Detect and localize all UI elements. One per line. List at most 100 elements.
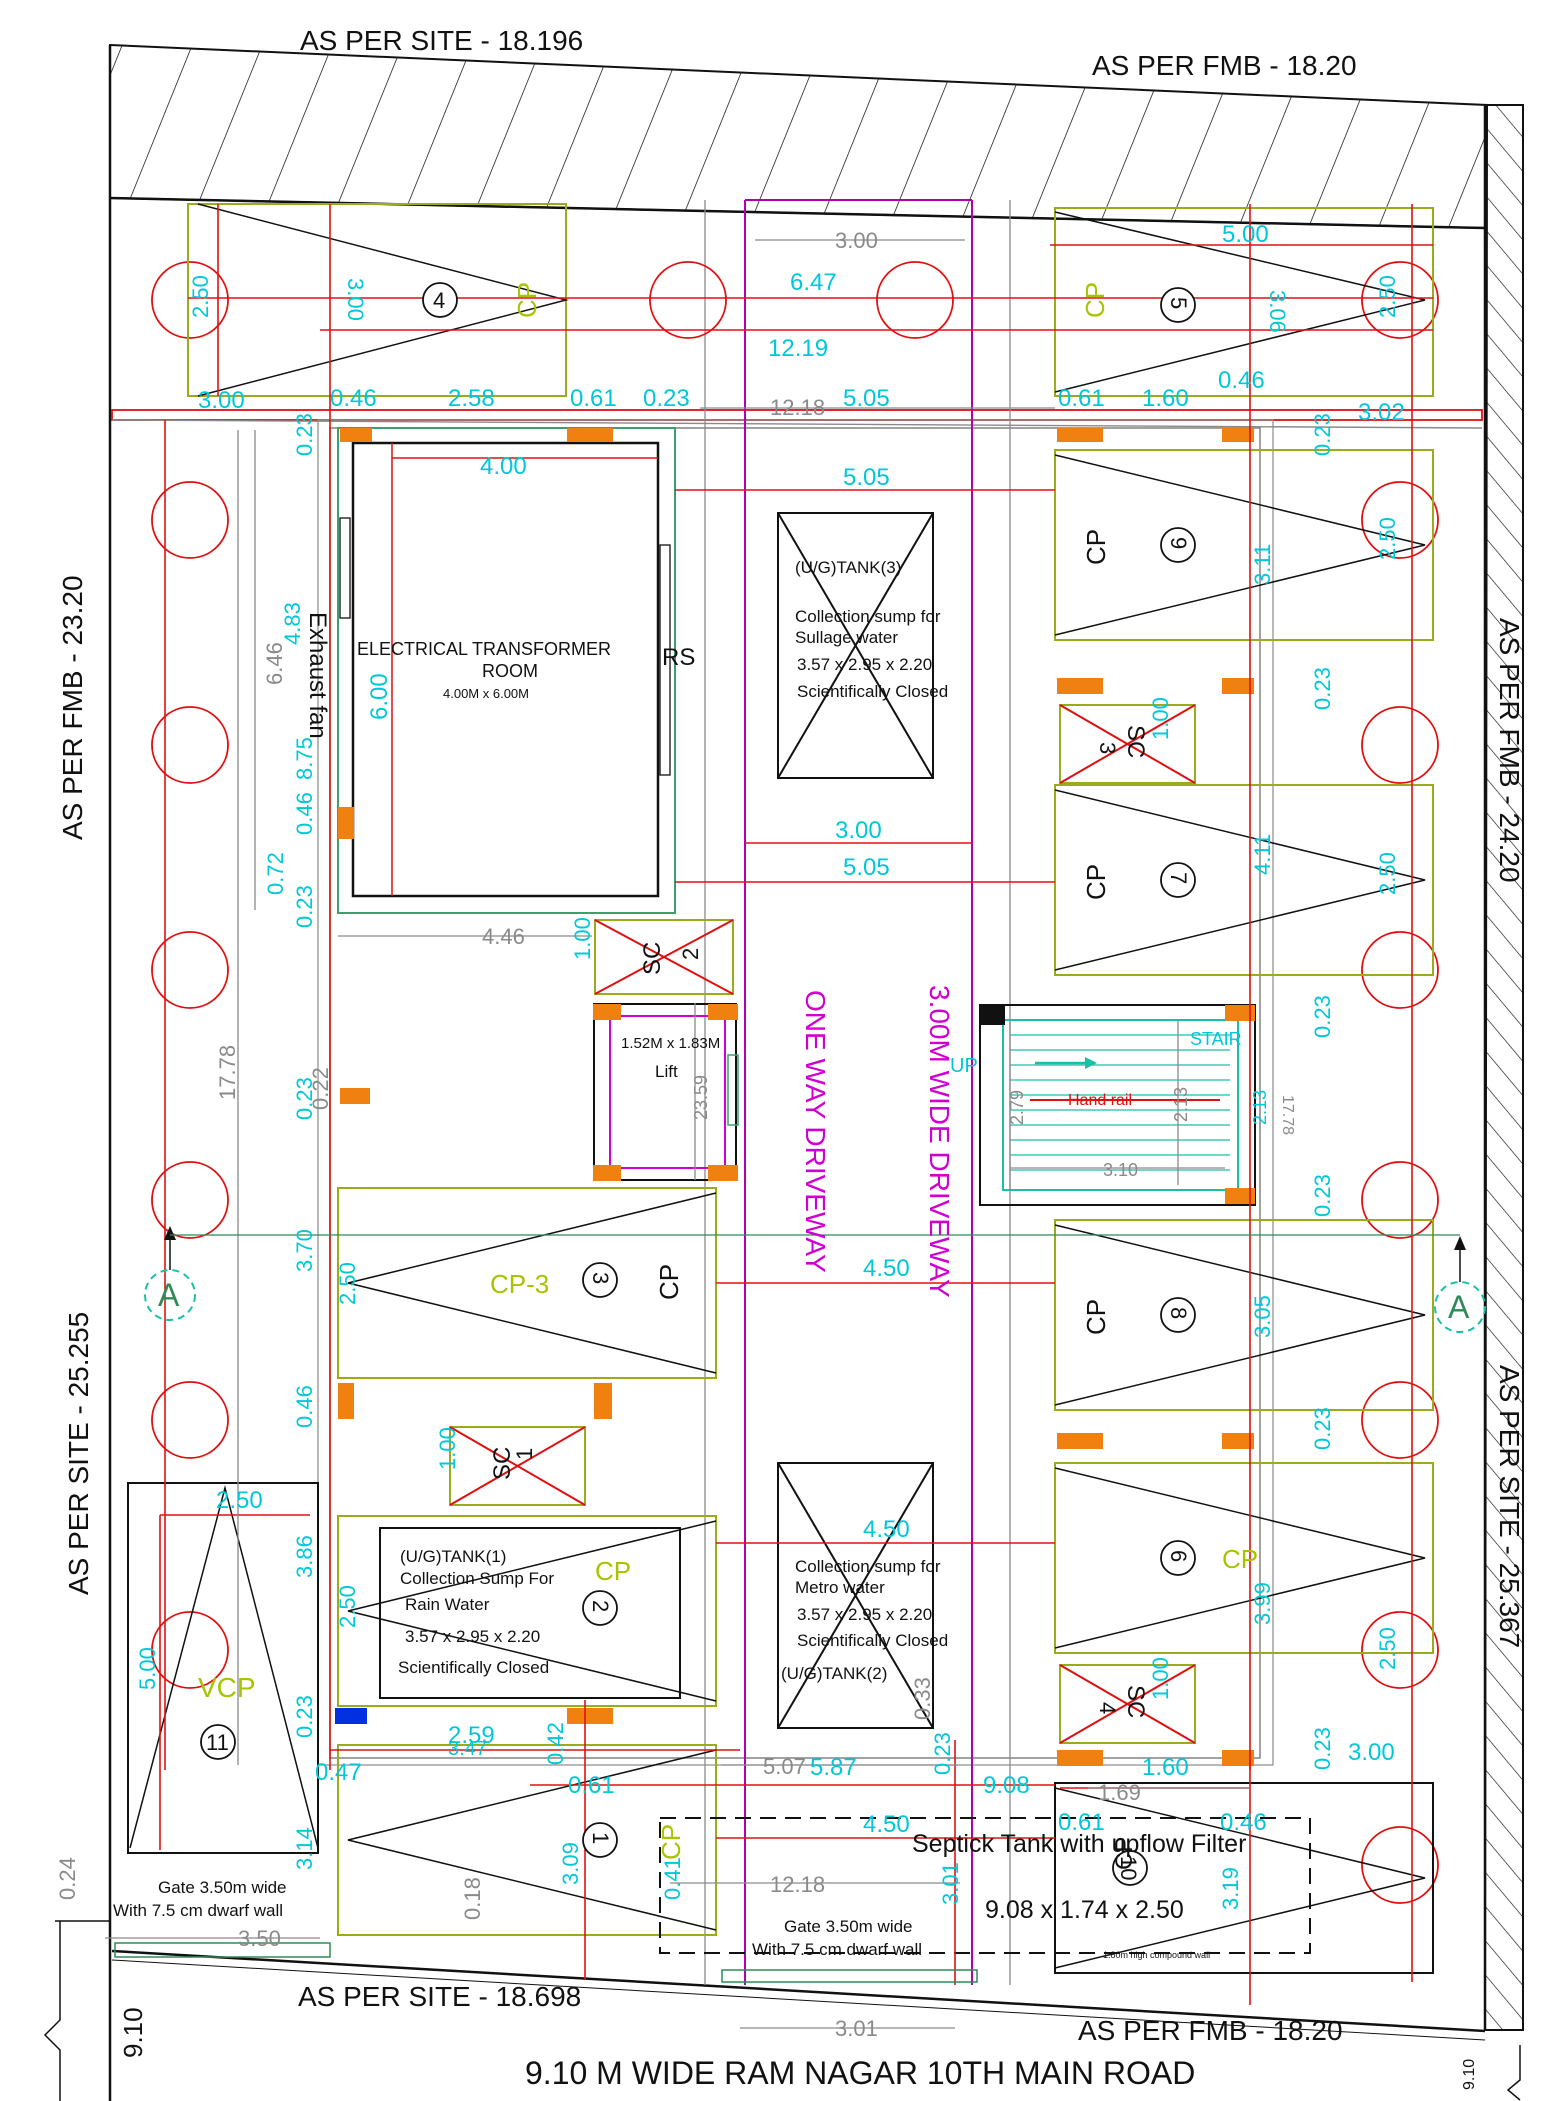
dim-0-23-v10: 0.23 [1310,1727,1335,1770]
lift-label: Lift [655,1062,678,1081]
dim-4-50-a: 4.50 [863,1255,910,1282]
section-marker-right [1434,1236,1486,1333]
dim-0-42: 0.42 [543,1722,568,1765]
dim-0-23-v11: 0.23 [930,1732,955,1775]
bay-number-2: 2 [588,1600,613,1612]
transformer-height-dim: 6.00 [366,673,393,720]
lift-shaft [593,1003,739,1181]
road-width-right: 9.10 [1461,2059,1478,2090]
dim-2-50-c: 2.50 [1375,517,1400,560]
stair-up-label: UP [950,1055,978,1077]
bay-number-6: 6 [1166,1550,1191,1562]
tank2-l2: Collection sump for [795,1557,941,1576]
dim-0-23-v1: 0.23 [292,413,317,456]
wide-driveway-label: 3.00M WIDE DRIVEWAY [924,985,955,1298]
left-site-label: AS PER SITE - 25.255 [63,1312,94,1595]
dim-3-02: 3.02 [1358,399,1405,426]
tank2-l4: 3.57 x 2.95 x 2.20 [797,1605,932,1624]
transformer-title-2: ROOM [482,661,538,681]
lift-dim: 23.59 [691,1075,711,1120]
right-site-label: AS PER SITE - 25.367 [1494,1365,1525,1648]
dim-2-50-g: 2.50 [1375,1627,1400,1670]
dim-3-19: 3.19 [1218,1867,1243,1910]
bay-number-4: 4 [433,288,445,313]
section-marker-left [144,1226,196,1321]
dim-0-23-v3: 0.23 [292,885,317,928]
gdim-12-18: 12.18 [770,395,825,420]
cp-label-3: CP [654,1264,684,1300]
right-fmb-label: AS PER FMB - 24.20 [1494,618,1525,883]
dim-5-05-c: 5.05 [843,854,890,881]
transformer-title-1: ELECTRICAL TRANSFORMER [357,639,611,659]
stair-dim-4: 2.13 [1250,1090,1270,1125]
dim-2-50-b: 2.50 [1375,275,1400,318]
gdim-17-78: 17.78 [215,1045,240,1100]
dim-9-08: 9.08 [983,1772,1030,1799]
transformer-size: 4.00M x 6.00M [443,686,529,701]
dim-2-50-d: 2.50 [1375,852,1400,895]
transformer-width-dim: 4.00 [480,453,527,480]
tank2-l1: (U/G)TANK(2) [781,1664,887,1683]
tank1-l4: 3.57 x 2.95 x 2.20 [405,1627,540,1646]
cyan-dimensions-vertical: 2.50 3.00 3.06 2.50 0.23 0.23 4.83 8.75 … [135,275,1400,1910]
stair-label: STAIR [1190,1029,1242,1049]
dim-0-23-a: 0.23 [643,385,690,412]
cp-label-9: CP [1081,529,1111,565]
tank-boxes [379,512,934,1729]
dim-3-06: 3.06 [1265,290,1290,333]
septic-title: Septick Tank with upflow Filter [912,1830,1246,1858]
dim-1-00-c: 1.00 [1148,1657,1173,1700]
dim-1-00-a: 1.00 [435,1427,460,1470]
bay-number-11: 11 [206,1730,229,1755]
one-way-driveway-label: ONE WAY DRIVEWAY [800,990,831,1273]
transformer-room [337,427,676,914]
dim-3-00-v: 3.00 [343,278,368,321]
handrail-label: Hand rail [1068,1092,1132,1109]
gate-strips [114,1942,978,1983]
cp-label-5: CP [1080,282,1110,318]
dim-2-50-f: 2.50 [335,1585,360,1628]
dim-4-83: 4.83 [280,602,305,645]
dim-2-58: 2.58 [448,385,495,412]
exhaust-fan-label: Exhaust fan [304,612,331,739]
cp-label-6: CP [1222,1544,1258,1574]
bay-number-10: 10 [1116,1856,1141,1880]
tank3-l3: Sullage water [795,628,898,647]
gdim-12-18b: 12.18 [770,1872,825,1897]
tank1-l2: Collection Sump For [400,1569,554,1588]
cp-label-10: CP [1111,1837,1138,1870]
dim-2-50-a: 2.50 [188,275,213,318]
gate-right-l2: With 7.5 cm dwarf wall [752,1940,922,1959]
column-markers [335,428,1255,1766]
dim-0-61-d: 0.61 [1058,1809,1105,1836]
gray-dimensions: 3.00 12.18 4.46 5.07 1.69 12.18 3.50 3.0… [55,228,1141,2041]
dim-5-05-a: 5.05 [843,385,890,412]
dim-0-72: 0.72 [263,852,288,895]
road-name: 9.10 M WIDE RAM NAGAR 10TH MAIN ROAD [525,2055,1195,2091]
dim-5-00-a: 5.00 [1222,221,1269,248]
dim-0-46-v: 0.46 [292,792,317,835]
road-width-left: 9.10 [118,2007,148,2058]
cyan-dimensions: 3.00 0.46 2.58 0.61 0.23 5.05 0.61 1.60 … [198,221,1405,1838]
dim-8-75: 8.75 [292,737,317,780]
right-boundary-hatch [1483,104,1524,2031]
dim-6-47: 6.47 [790,269,837,296]
gdim-0-22: 0.22 [308,1067,333,1110]
dim-2-50-h: 2.50 [216,1487,263,1514]
gdim-0-18: 0.18 [460,1877,485,1920]
cp-label-7: CP [1081,864,1111,900]
dim-1-00-b: 1.00 [570,917,595,960]
dim-3-99: 3.99 [1250,1582,1275,1625]
section-a-right: A [1448,1289,1470,1325]
parking-bays [127,203,1434,1974]
dim-0-23-v7: 0.23 [1310,1174,1335,1217]
bay-number-circles [200,282,1196,1886]
dim-0-61-b: 0.61 [1058,385,1105,412]
cp-label-4: CP [512,282,542,318]
tank2-l3: Metro water [795,1578,885,1597]
dim-3-47: 3.47 [448,1738,487,1760]
sc-number-3: 3 [1095,742,1120,754]
tank2-l5: Scientifically Closed [797,1631,948,1650]
dim-3-14: 3.14 [292,1827,317,1870]
